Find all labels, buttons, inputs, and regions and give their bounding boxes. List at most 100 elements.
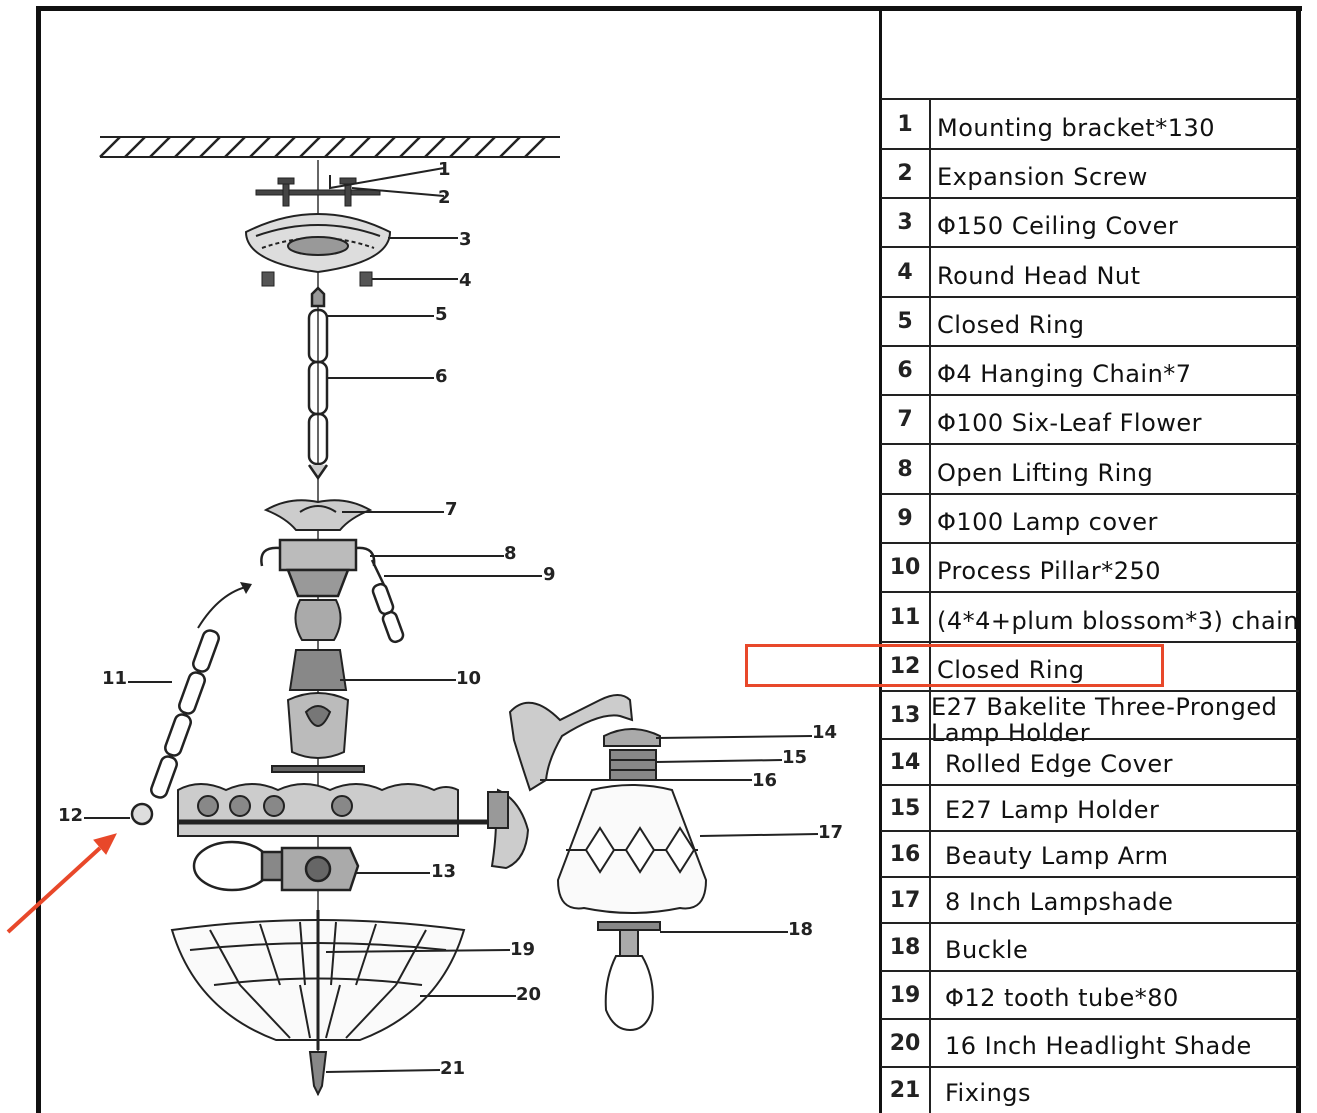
part-number: 4 xyxy=(881,248,931,296)
part-name: 8 Inch Lampshade xyxy=(945,888,1174,916)
part-number: 10 xyxy=(881,544,931,591)
exploded-view-drawing: 1 2 3 4 5 6 7 8 9 10 11 12 13 14 15 16 1… xyxy=(6,136,843,1097)
open-ring-chain xyxy=(370,559,405,644)
highlight-arrow xyxy=(6,833,117,934)
parts-table-row: 19 Φ12 tooth tube*80 xyxy=(881,970,1299,1018)
part-number: 8 xyxy=(881,445,931,493)
part-number: 20 xyxy=(881,1020,931,1066)
part-name: Closed Ring xyxy=(937,311,1085,339)
lamp-holder-14-15 xyxy=(603,728,661,781)
part-number: 18 xyxy=(881,924,931,970)
callout-12: 12 xyxy=(58,805,83,826)
part-number: 16 xyxy=(881,832,931,876)
lamp-cover-assembly xyxy=(260,538,376,598)
callout-4: 4 xyxy=(459,270,472,291)
leader-lines xyxy=(84,167,819,1073)
callout-2: 2 xyxy=(438,187,451,208)
fixings xyxy=(308,1051,328,1097)
callout-6: 6 xyxy=(435,366,448,387)
callout-17: 17 xyxy=(818,822,843,843)
part-number: 14 xyxy=(881,740,931,784)
callout-5: 5 xyxy=(435,304,448,325)
part-name: Mounting bracket*130 xyxy=(937,114,1215,142)
crown-band xyxy=(177,783,490,837)
part-number: 1 xyxy=(881,100,931,148)
chain-arrow-head xyxy=(240,582,252,594)
callout-7: 7 xyxy=(445,499,458,520)
bulb-socket xyxy=(192,840,360,892)
buckle-bulb xyxy=(597,921,661,1032)
callout-20: 20 xyxy=(516,984,541,1005)
callout-9: 9 xyxy=(543,564,556,585)
round-head-nuts xyxy=(261,271,373,287)
callout-15: 15 xyxy=(782,747,807,768)
part-number: 15 xyxy=(881,786,931,830)
parts-table-row: 16 Beauty Lamp Arm xyxy=(881,830,1299,876)
callout-16: 16 xyxy=(752,770,777,791)
part-name: Φ12 tooth tube*80 xyxy=(945,984,1179,1012)
callout-13: 13 xyxy=(431,861,456,882)
highlight-box xyxy=(745,644,1164,687)
part-name: Closed Ring xyxy=(937,656,1085,684)
callout-21: 21 xyxy=(440,1058,465,1079)
part-number: 7 xyxy=(881,396,931,443)
six-leaf-flower xyxy=(263,499,373,531)
callout-8: 8 xyxy=(504,543,517,564)
part-name: Rolled Edge Cover xyxy=(945,750,1174,778)
callout-18: 18 xyxy=(788,919,813,940)
callout-10: 10 xyxy=(456,668,481,689)
part-name: Φ100 Lamp cover xyxy=(937,508,1158,536)
parts-table-row: 17 8 Inch Lampshade xyxy=(881,876,1299,922)
part-number: 9 xyxy=(881,495,931,542)
part-name: Round Head Nut xyxy=(937,262,1141,290)
part-number: 3 xyxy=(881,199,931,246)
part-number: 12 xyxy=(881,643,931,690)
ceiling-cover xyxy=(244,213,392,274)
part-name: Open Lifting Ring xyxy=(937,459,1154,487)
process-pillar xyxy=(271,599,365,773)
part-name: Fixings xyxy=(945,1079,1032,1107)
frame-right-border xyxy=(1296,6,1301,1113)
part-number: 19 xyxy=(881,972,931,1018)
part-name: (4*4+plum blossom*3) chain xyxy=(937,607,1300,635)
callout-11: 11 xyxy=(102,668,127,689)
parts-table-row: 15 E27 Lamp Holder xyxy=(881,784,1299,830)
ceiling-hatch xyxy=(99,136,560,158)
callout-19: 19 xyxy=(510,939,535,960)
callout-1: 1 xyxy=(438,159,451,180)
parts-table-row: 11(4*4+plum blossom*3) chain xyxy=(881,591,1299,641)
part-number: 2 xyxy=(881,150,931,197)
part-number: 5 xyxy=(881,298,931,345)
part-number: 13 xyxy=(881,692,931,738)
hanging-chain xyxy=(307,286,329,481)
beauty-lamp-arm xyxy=(487,694,634,870)
part-name: Buckle xyxy=(945,936,1029,964)
callout-14: 14 xyxy=(812,722,837,743)
small-lampshade xyxy=(556,784,708,914)
table-divider xyxy=(879,6,882,1113)
part-name: E27 Lamp Holder xyxy=(945,796,1160,824)
part-name: Φ150 Ceiling Cover xyxy=(937,212,1179,240)
part-name: Beauty Lamp Arm xyxy=(945,842,1169,870)
chain-arrow xyxy=(197,585,251,629)
frame-top-border xyxy=(36,6,1302,11)
part-name: Expansion Screw xyxy=(937,163,1148,191)
part-number: 17 xyxy=(881,878,931,922)
part-number: 11 xyxy=(881,593,931,641)
callout-numbers: 1 2 3 4 5 6 7 8 9 10 11 12 13 14 15 16 1… xyxy=(58,159,843,1079)
